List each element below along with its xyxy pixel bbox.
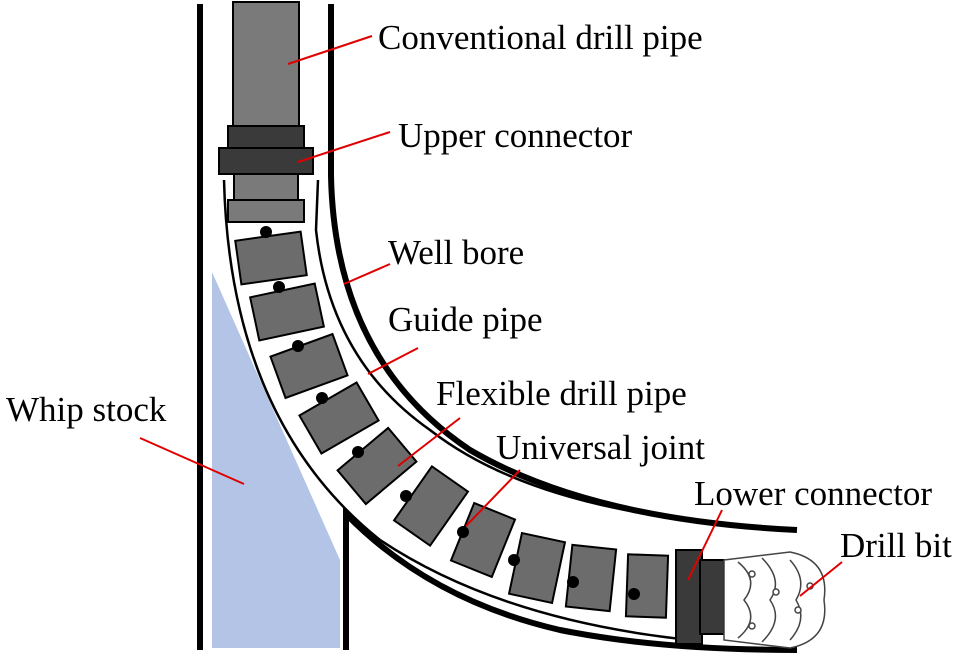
universal-joint-dot <box>400 490 412 502</box>
pipe-segment <box>298 381 380 455</box>
leader-flexible-drill-pipe <box>397 417 461 467</box>
leader-universal-joint <box>465 469 521 527</box>
guide-pipe-inner-wall <box>222 179 691 642</box>
universal-joint-dot <box>316 392 328 404</box>
upper-connector-top <box>227 125 305 149</box>
drill-bit-tooth <box>794 606 802 614</box>
universal-joints <box>260 226 640 600</box>
universal-joint-dot <box>273 281 285 293</box>
universal-joint-dot <box>628 588 640 600</box>
flexible-drill-pipe <box>234 230 670 619</box>
pipe-segment <box>269 332 349 400</box>
label-well-bore: Well bore <box>388 233 525 272</box>
universal-joint-dot <box>457 526 469 538</box>
leader-well-bore <box>343 263 391 285</box>
label-lower-connector: Lower connector <box>694 474 933 513</box>
lower-casing-wall <box>343 506 798 653</box>
lower-connector-collar <box>675 549 703 645</box>
pipe-segment <box>449 501 517 579</box>
whip-stock <box>212 272 340 648</box>
label-upper-connector: Upper connector <box>398 116 633 155</box>
universal-joint-dot <box>292 340 304 352</box>
universal-joint-dot <box>508 554 520 566</box>
leader-conventional-drill-pipe <box>287 35 373 65</box>
pipe-segment <box>248 282 326 342</box>
leader-drill-bit <box>799 561 843 597</box>
drill-bit-body <box>723 551 826 649</box>
pipe-segment <box>624 553 670 619</box>
label-drill-bit: Drill bit <box>840 526 952 565</box>
pipe-segment <box>234 230 308 286</box>
label-flexible-drill-pipe: Flexible drill pipe <box>436 374 687 413</box>
drill-bit-cutter <box>761 557 777 643</box>
upper-connector-flange <box>227 199 305 223</box>
leader-upper-connector <box>297 131 391 163</box>
leader-whip-stock <box>139 437 245 485</box>
upper-connector-collar <box>218 147 314 175</box>
leader-lower-connector <box>687 509 723 581</box>
pipe-segment <box>564 543 618 613</box>
drill-bit-cutter <box>737 561 752 639</box>
guide-pipe-outer-wall <box>314 179 691 522</box>
leader-lines <box>139 35 843 597</box>
label-universal-joint: Universal joint <box>496 428 705 467</box>
label-conventional-drill-pipe: Conventional drill pipe <box>378 18 703 57</box>
label-whip-stock: Whip stock <box>6 390 167 429</box>
leader-guide-pipe <box>367 347 419 375</box>
universal-joint-dot <box>352 446 364 458</box>
pipe-segment <box>507 531 567 605</box>
drill-bit <box>723 551 826 649</box>
lower-connector-body <box>699 559 725 635</box>
drill-bit-tooth <box>748 622 756 630</box>
pipe-segment <box>392 464 470 548</box>
upper-connector-body <box>233 173 299 201</box>
universal-joint-dot <box>260 226 272 238</box>
drill-bit-tooth <box>772 588 780 596</box>
drill-bit-cutter <box>789 559 802 641</box>
label-guide-pipe: Guide pipe <box>388 300 543 339</box>
universal-joint-dot <box>567 576 579 588</box>
drill-bit-tooth <box>748 570 756 578</box>
